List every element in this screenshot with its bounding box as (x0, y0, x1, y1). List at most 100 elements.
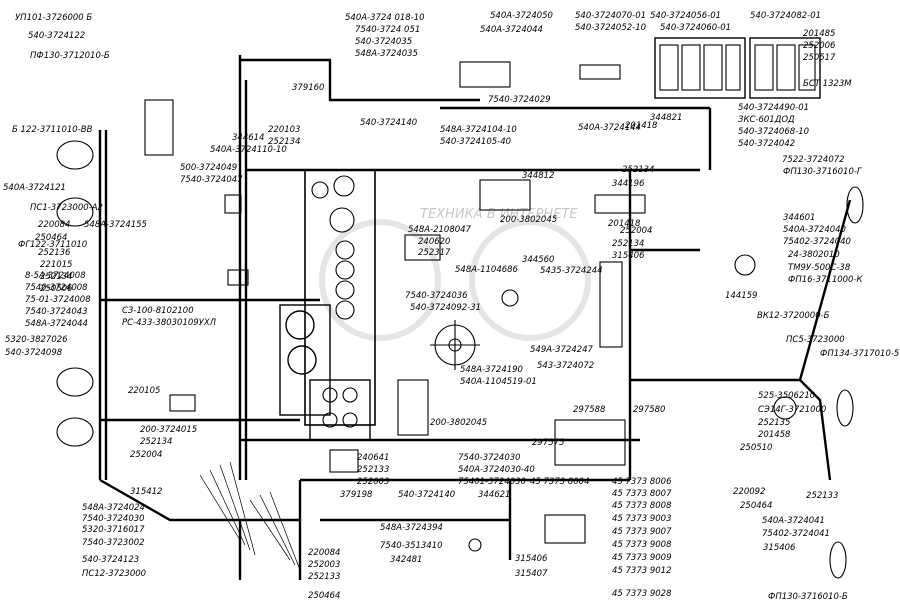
instrument-panel (279, 169, 376, 441)
callout-label: 252134 (622, 165, 654, 175)
callout-label: 7540-3724 051 (355, 25, 420, 35)
callout-label: 540-3724140 (398, 490, 455, 500)
callout-label: 540-3724060-01 (660, 23, 731, 33)
callout-label: 45 7373 9009 (612, 553, 671, 563)
callout-label: 252134 (140, 437, 172, 447)
callout-label: 315406 (515, 554, 548, 564)
callout-label: 548А-3724035 (355, 49, 418, 59)
callout-label: 252006 (803, 41, 836, 51)
callout-label: ФП130-3716010-Г (783, 167, 863, 177)
callout-label: ПФ130-3712010-Б (30, 51, 110, 61)
callout-label: 252003 (308, 560, 340, 570)
callout-label: ПС12-3723000 (82, 569, 146, 579)
callout-label: 540А-3724121 (3, 183, 66, 193)
callout-label: 252133 (357, 465, 389, 475)
callout-label: ФП130-3716010-Б (768, 592, 848, 602)
callout-label: СЗ-100-8102100 (122, 306, 194, 316)
callout-label: 540-3724105-40 (440, 137, 511, 147)
callout-label: 540-3724098 (5, 348, 63, 358)
callout-label: УП101-3726000 Б (15, 13, 92, 23)
callout-label: 250464 (35, 233, 67, 243)
callout-label: 344621 (478, 490, 510, 500)
callout-label: 315407 (515, 569, 548, 579)
callout-label: ФП134-3717010-5 (820, 349, 899, 359)
callout-label: ФГ122-3711010 (18, 240, 87, 250)
callout-label: 250464 (740, 501, 772, 511)
callout-label: 379198 (340, 490, 373, 500)
callout-label: 540А-3724 018-10 (345, 13, 425, 23)
callout-label: 549А-3724247 (530, 345, 594, 355)
callout-label: 220103 (268, 125, 300, 135)
callout-label: 540-3724140 (360, 118, 417, 128)
callout-label: 45 7373 9007 (612, 527, 672, 537)
callout-label: 548А-3724104-10 (440, 125, 517, 135)
headlamps (56, 140, 864, 579)
callout-label: 540-3724490-01 (738, 103, 809, 113)
callout-label: 344601 (783, 213, 815, 223)
callout-label: ТМ9У-500С-38 (788, 263, 851, 273)
callout-label: 5435-3724244 (540, 266, 603, 276)
callout-label: 540А-3724044 (480, 25, 543, 35)
callout-label: 75402-3724040 (783, 237, 851, 247)
callout-label: 250464 (308, 591, 340, 601)
callout-label: 252134 (40, 272, 72, 282)
callout-label: 240620 (418, 237, 450, 247)
callout-label: 45 7373 8006 (612, 477, 672, 487)
callout-label: 221015 (40, 260, 72, 270)
callout-label: 344614 (232, 133, 264, 143)
callout-label: 201418 (625, 121, 658, 131)
callout-label: 200-3802045 (500, 215, 557, 225)
callout-label: 220084 (38, 220, 70, 230)
callout-label: 540А-3724040 (783, 225, 846, 235)
callout-label: 540-3724122 (28, 31, 85, 41)
callout-label: 548А-3724190 (460, 365, 523, 375)
callout-label: 5320-3827026 (5, 335, 68, 345)
callout-label: 220092 (733, 487, 765, 497)
callout-label: ПС5-3723000 (786, 335, 845, 345)
callout-label: 252003 (357, 477, 389, 487)
steering-wheel (430, 320, 480, 370)
callout-label: 8-5А-3724008 (25, 271, 86, 281)
callout-label: 75-01-3724008 (25, 295, 91, 305)
callout-label: 540-3724070-01 (575, 11, 646, 21)
callout-label: 540-3724123 (82, 555, 139, 565)
callout-label: 201418 (608, 219, 641, 229)
callout-label: 220105 (128, 386, 160, 396)
callout-label: 7540-3724043 (25, 307, 88, 317)
callout-label: 342481 (390, 555, 422, 565)
callout-label: 297580 (633, 405, 665, 415)
callout-label: 540-3724052-10 (575, 23, 646, 33)
callout-label: 540-3724092-31 (410, 303, 481, 313)
callout-label: 344812 (522, 171, 554, 181)
callout-label: 540-3724082-01 (750, 11, 821, 21)
callout-label: 45 7373 8004 (530, 477, 589, 487)
callout-label: 201485 (803, 29, 835, 39)
callout-label: 252004 (130, 450, 162, 460)
callout-label: 7522-3724072 (782, 155, 845, 165)
callout-label: 540А-3724144 (578, 123, 641, 133)
callout-label: 45 7373 9028 (612, 589, 672, 599)
callout-label: 297575 (532, 438, 564, 448)
callout-label: 250506 (40, 284, 73, 294)
callout-label: 548А-3724024 (82, 503, 145, 513)
callout-label: 525-3506210 (758, 391, 815, 401)
callout-label: 45 7373 9003 (612, 514, 671, 524)
callout-label: 252004 (620, 226, 652, 236)
callout-label: 250510 (740, 443, 772, 453)
fuse-blocks (654, 37, 821, 99)
callout-label: 7540-3724036 (405, 291, 468, 301)
callout-label: 45 7373 8007 (612, 489, 672, 499)
callout-label: ЗКС-601ДОД (738, 115, 795, 125)
callout-label: 200-3724015 (140, 425, 197, 435)
callout-label: 379160 (292, 83, 324, 93)
callout-label: 220084 (308, 548, 340, 558)
callout-label: 75402-3724041 (762, 529, 830, 539)
callout-label: 252317 (418, 248, 451, 258)
callout-label: 344560 (522, 255, 554, 265)
callout-label: РС-433-38030109УХЛ (122, 318, 217, 328)
callout-label: 7540-3513410 (380, 541, 443, 551)
callout-label: 7540-3724029 (488, 95, 551, 105)
callout-label: 5320-3716017 (82, 525, 145, 535)
callout-label: 315406 (763, 543, 796, 553)
callout-label: 344821 (650, 113, 682, 123)
